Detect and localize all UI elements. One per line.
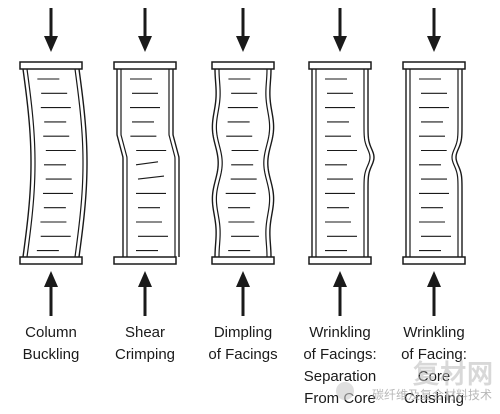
right-facing-inner [451, 69, 459, 257]
bottom-load-arrow-head [333, 271, 347, 287]
left-facing-inner [120, 69, 128, 257]
bottom-load-arrow-head [138, 271, 152, 287]
bottom-load-arrow-head [44, 271, 58, 287]
top-end-cap [402, 61, 466, 70]
right-facing-inner [168, 69, 176, 257]
right-facing-outer [267, 68, 275, 258]
top-load-arrow-head [427, 36, 441, 52]
top-end-cap [113, 61, 177, 70]
bottom-load-arrow-head [427, 271, 441, 287]
caption-line: Crushing [403, 390, 465, 407]
top-load-arrow-head [236, 36, 250, 52]
caption-line: Wrinkling [309, 324, 371, 341]
caption-line: Shear [124, 324, 166, 341]
caption-line: Column [25, 324, 77, 341]
bottom-load-arrow-head [236, 271, 250, 287]
caption-line: of Facings [208, 346, 278, 363]
caption-line: Core [417, 368, 451, 385]
top-load-arrow-head [138, 36, 152, 52]
caption-line: of Facings: [303, 346, 377, 363]
right-facing-outer [455, 69, 463, 257]
top-load-arrow-head [44, 36, 58, 52]
right-facing-outer [78, 68, 88, 258]
right-facing-outer [367, 69, 375, 257]
bottom-end-cap [19, 256, 83, 265]
caption-line: Crimping [114, 346, 175, 363]
top-load-arrow-head [333, 36, 347, 52]
right-facing-inner [263, 68, 271, 258]
top-end-cap [19, 61, 83, 70]
core-cell-line [135, 161, 159, 166]
core-cell-line [137, 175, 165, 180]
left-facing-inner [215, 68, 223, 258]
bottom-end-cap [402, 256, 466, 265]
right-facing-inner [74, 68, 84, 258]
bottom-end-cap [113, 256, 177, 265]
caption-dimpling-of-facings: Dimpling of Facings [195, 322, 291, 366]
caption-line: Wrinkling [403, 324, 465, 341]
failure-modes-diagram [19, 8, 466, 316]
right-facing-outer [172, 69, 180, 257]
right-facing-inner [363, 69, 371, 257]
caption-line: Buckling [22, 346, 80, 363]
caption-line: Separation [303, 368, 377, 385]
left-facing-outer [116, 69, 124, 257]
left-facing-inner [26, 68, 36, 258]
left-facing-outer [211, 68, 219, 258]
top-end-cap [211, 61, 275, 70]
caption-line: From Core [304, 390, 376, 407]
bottom-end-cap [308, 256, 372, 265]
top-end-cap [308, 61, 372, 70]
caption-line: Dimpling [213, 324, 273, 341]
bottom-end-cap [211, 256, 275, 265]
left-facing-outer [22, 68, 32, 258]
caption-line: of Facing: [401, 346, 467, 363]
